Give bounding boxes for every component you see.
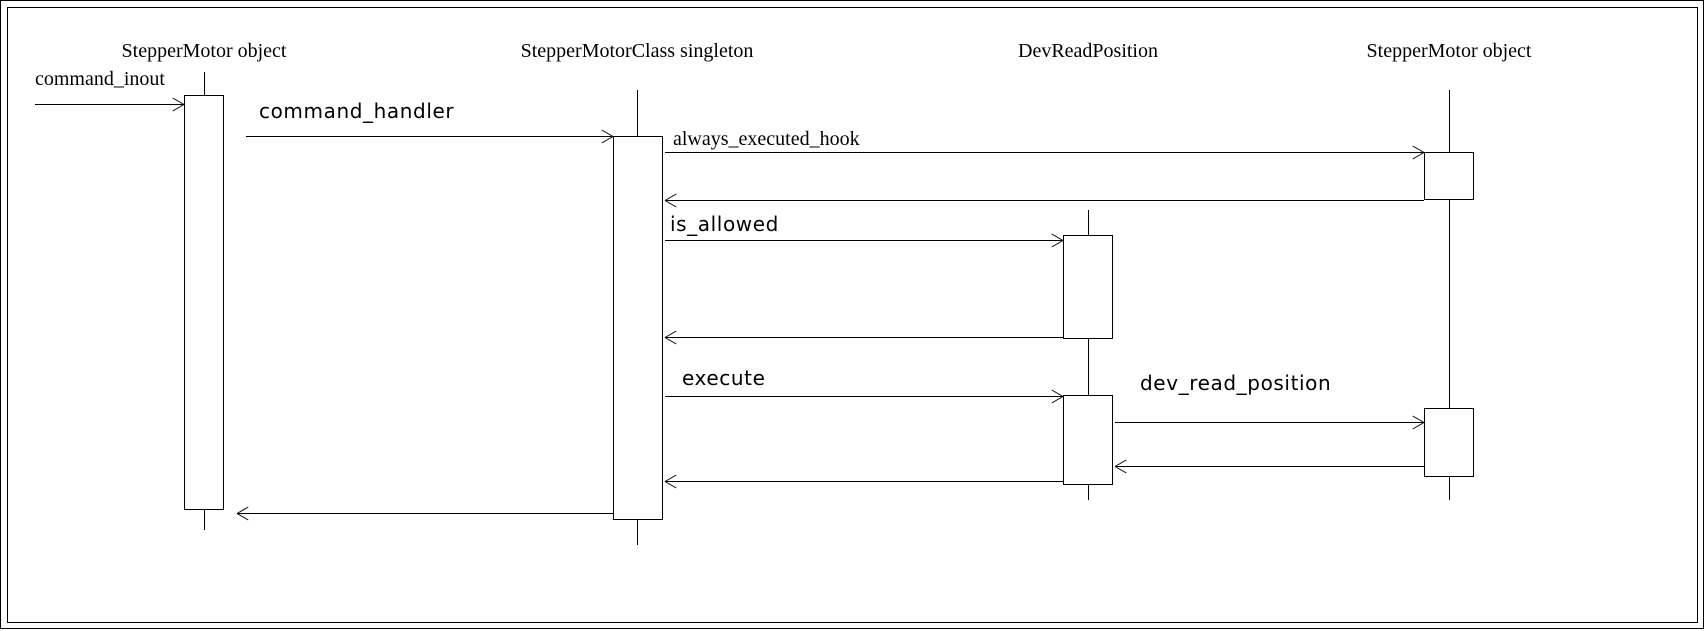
message-arrow-execute [665, 396, 1063, 397]
message-arrow-command-inout [35, 104, 184, 105]
message-arrow-dev-read-position [1115, 422, 1424, 423]
activation-box-stepper-motor-object-2-hook [1424, 152, 1474, 200]
message-arrow-is-allowed [665, 240, 1063, 241]
activation-box-stepper-motor-object-2-read [1424, 408, 1474, 477]
message-label-command-handler: command_handler [259, 99, 455, 123]
message-arrow-return-always-executed-hook [665, 200, 1424, 201]
activation-box-dev-read-position-execute [1063, 395, 1113, 485]
message-label-is-allowed: is_allowed [670, 212, 779, 236]
participant-label-stepper-motor-object-1: StepperMotor object [121, 40, 287, 62]
diagram-inner-border [7, 7, 1698, 623]
participant-label-stepper-motor-class-singleton: StepperMotorClass singleton [520, 40, 754, 62]
message-label-always-executed-hook: always_executed_hook [673, 128, 860, 150]
message-arrow-return-execute [665, 481, 1063, 482]
participant-label-stepper-motor-object-2: StepperMotor object [1366, 40, 1532, 62]
participant-label-dev-read-position: DevReadPosition [1018, 40, 1158, 62]
message-label-command-inout: command_inout [35, 68, 165, 90]
message-arrow-return-is-allowed [665, 337, 1063, 338]
activation-box-dev-read-position-is-allowed [1063, 235, 1113, 339]
message-arrow-return-dev-read-position [1115, 466, 1424, 467]
message-arrow-always-executed-hook [665, 152, 1424, 153]
message-label-execute: execute [682, 366, 766, 390]
message-label-dev-read-position: dev_read_position [1140, 371, 1332, 395]
activation-box-stepper-motor-class-singleton [613, 136, 663, 520]
lifeline-dev-read-position [1088, 210, 1089, 500]
lifeline-stepper-motor-object-2 [1449, 90, 1450, 500]
message-arrow-return-command-handler [237, 513, 613, 514]
message-arrow-command-handler [246, 136, 613, 137]
activation-box-stepper-motor-object-1 [184, 95, 224, 510]
